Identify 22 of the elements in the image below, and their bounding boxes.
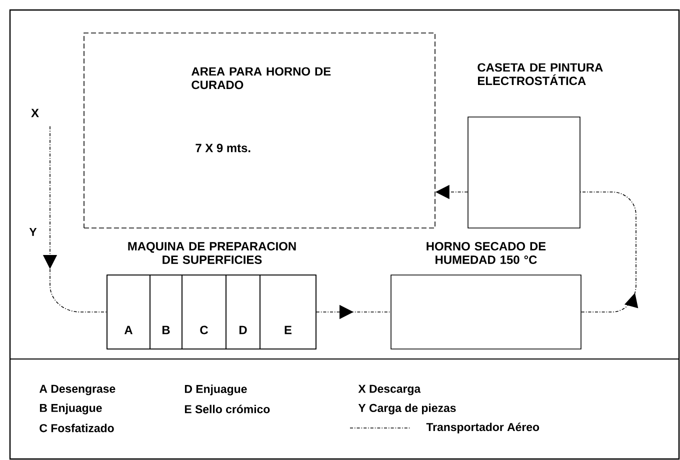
key-text: D Enjuague	[184, 384, 247, 396]
booth-box: CASETA DE PINTURA ELECTROSTÁTICA	[468, 63, 603, 228]
key-text: Y Carga de piezas	[358, 404, 456, 414]
key-text: C Fosfatizado	[40, 424, 114, 432]
key-text: X Descarga	[358, 384, 421, 396]
stage-cell: E	[260, 274, 316, 350]
node-label: HORNO SECADO DE HUMEDAD 150 °C	[426, 242, 546, 264]
node-label: CASETA DE PINTURA ELECTROSTÁTICA	[478, 63, 603, 86]
oven-box: HORNO SECADO DE HUMEDAD 150 °C	[390, 242, 582, 350]
stage-cell: C	[182, 274, 226, 350]
key-text: B Enjuague	[40, 404, 102, 414]
stage-cell: B	[150, 274, 182, 350]
legend-text: Transportador Aéreo	[426, 422, 540, 434]
stage-cell: A	[106, 274, 150, 350]
point-label: X	[31, 108, 39, 118]
key-text: A Desengrase	[40, 384, 116, 396]
point-label: Y	[29, 228, 37, 236]
conveyor-arrow	[580, 192, 638, 312]
node-label: MAQUINA DE PREPARACION DE SUPERFICIES	[128, 242, 296, 264]
dashed-area-box: AREA PARA HORNO DE CURADO 7 X 9 mts.	[84, 32, 436, 228]
key-text: E Sello crómico	[184, 404, 270, 414]
stage-cell: D	[226, 274, 260, 350]
